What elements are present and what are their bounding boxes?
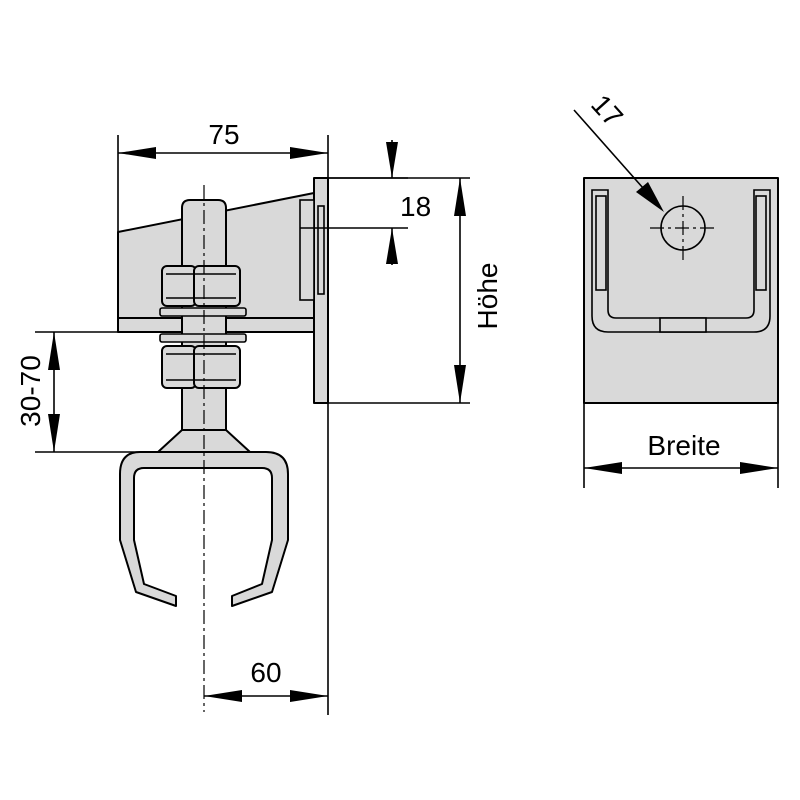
u-bracket-left-slot [595,195,607,291]
side-view [117,177,329,712]
u-bracket-bottom-tab [659,317,707,333]
dim-18-label: 18 [400,191,431,222]
c-channel-profile [119,451,289,607]
dim-60-label: 60 [250,657,281,688]
dimension-75: 75 [117,119,329,232]
wall-plate-slot [299,199,315,301]
dimension-breite: Breite [583,403,779,488]
dim-breite-label: Breite [647,430,720,461]
lower-nut-right [193,345,241,389]
dim-75-label: 75 [208,119,239,150]
dim-hoehe-label: Höhe [472,263,503,330]
upper-washer [159,307,247,317]
upper-nut-right [193,265,241,307]
dimension-hoehe: Höhe [328,177,503,404]
u-bracket-front [591,189,771,333]
u-bracket-right-slot [755,195,767,291]
dimension-60: 60 [204,403,329,715]
wall-plate-slot-inner [317,205,325,295]
dim-30-70-label: 30-70 [15,355,46,427]
lower-nut-left [161,345,197,389]
upper-nut-left [161,265,197,307]
dimension-30-70: 30-70 [15,331,160,453]
lower-washer [159,333,247,343]
dim-17-label: 17 [585,89,629,133]
front-view [583,177,779,404]
